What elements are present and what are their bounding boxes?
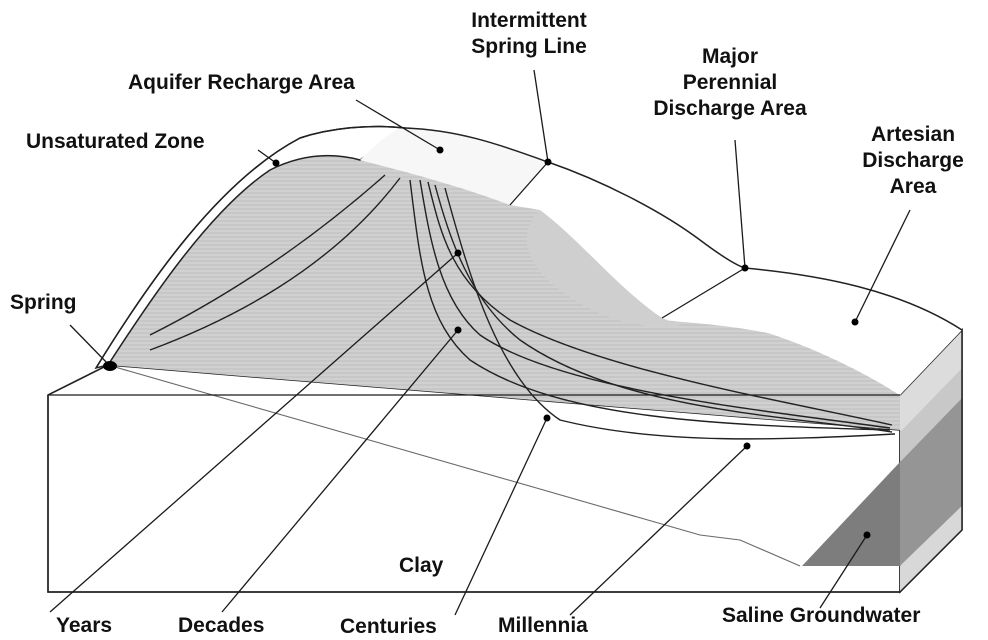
right-face-saline (900, 398, 962, 566)
label-intermittent-spring-line-line2: Spring Line (471, 35, 587, 58)
label-major-line3: Discharge Area (653, 97, 807, 120)
spring-marker (103, 361, 117, 371)
label-artesian-line3: Area (889, 175, 937, 198)
label-aquifer-recharge-area: Aquifer Recharge Area (128, 71, 355, 94)
label-clay: Clay (399, 554, 444, 577)
flow-path-centuries (427, 181, 893, 426)
flow-path-millennia (444, 187, 896, 440)
label-years: Years (56, 614, 113, 637)
recharge-surface (360, 128, 548, 205)
flow-path-centuries-inner (419, 179, 891, 429)
upper-slope-surface (510, 162, 745, 318)
label-artesian-line2: Discharge (862, 149, 964, 172)
saline-wedge (802, 462, 900, 566)
label-major-line1: Major (701, 45, 758, 68)
label-decades: Decades (178, 614, 265, 637)
label-major-line2: Perennial (682, 71, 778, 94)
label-major-perennial-discharge-area: Major Perennial Discharge Area (630, 44, 830, 122)
leader-lines (49, 69, 911, 616)
flow-paths (149, 174, 896, 440)
flow-path-years (149, 177, 401, 351)
artesian-plateau (662, 268, 962, 395)
right-face-band-upper (900, 330, 962, 432)
label-unsaturated-zone: Unsaturated Zone (26, 130, 205, 153)
right-face-band-middle (900, 368, 962, 462)
marker-dots (103, 146, 871, 539)
flow-path-years-short (149, 174, 386, 336)
flow-path-millennia-inner (434, 184, 893, 433)
label-millennia: Millennia (498, 614, 588, 637)
label-artesian-line1: Artesian (870, 123, 956, 146)
label-intermittent-spring-line-line1: Intermittent (471, 9, 587, 32)
label-centuries: Centuries (340, 615, 437, 638)
label-intermittent-spring-line: Intermittent Spring Line (440, 8, 618, 60)
right-face-bottom-band (900, 506, 962, 592)
lowland-slope (526, 210, 680, 327)
label-saline-groundwater: Saline Groundwater (722, 604, 921, 627)
flow-path-decades (409, 179, 891, 431)
aquifer-surface (108, 155, 900, 430)
label-spring: Spring (10, 291, 77, 314)
label-artesian-discharge-area: Artesian Discharge Area (853, 122, 973, 200)
